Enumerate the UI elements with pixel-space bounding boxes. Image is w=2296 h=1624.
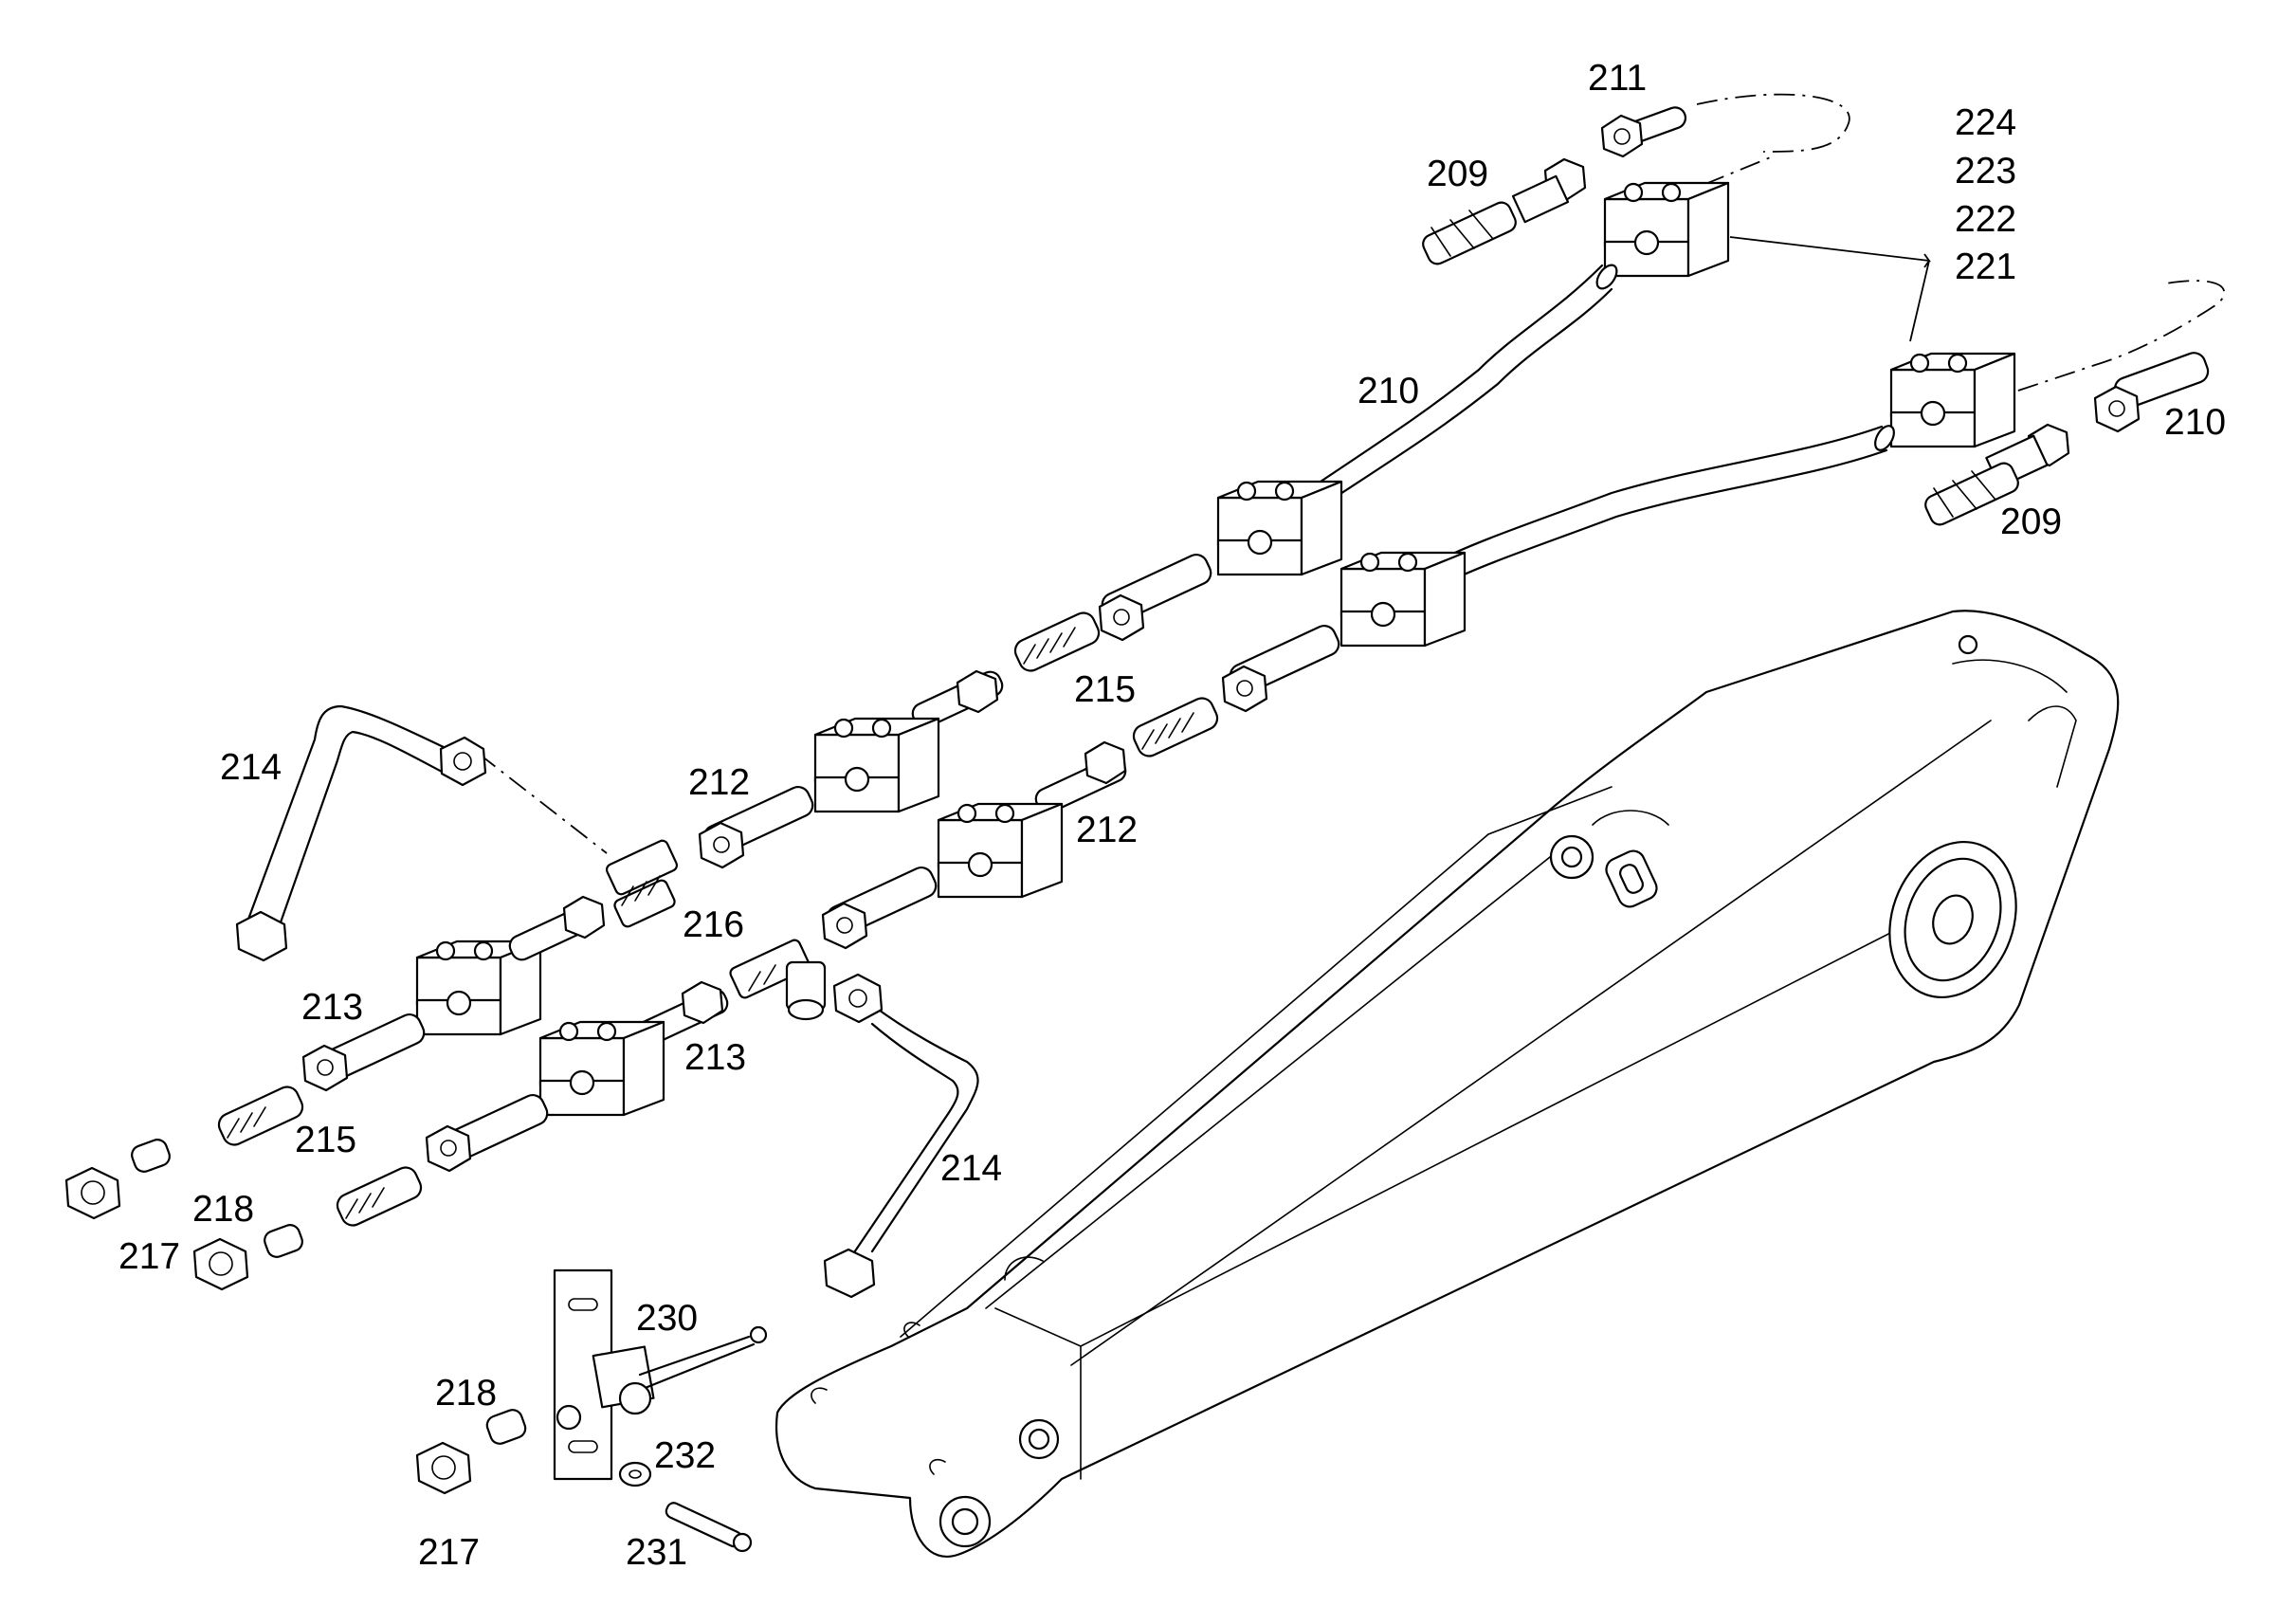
callout-213-mid: 213 [684, 1037, 746, 1078]
upper-chain [235, 480, 1343, 962]
bracket-assembly [415, 1268, 768, 1553]
callout-212-upper: 212 [688, 762, 750, 803]
lower-chain [64, 551, 1467, 1299]
callout-212-lower: 212 [1076, 810, 1138, 850]
callout-215-lower: 215 [295, 1120, 356, 1160]
right-clamp-group [1439, 280, 2226, 585]
callout-231: 231 [626, 1532, 687, 1573]
callout-211: 211 [1588, 58, 1647, 99]
callout-232: 232 [654, 1435, 716, 1476]
callout-218-upper: 218 [192, 1189, 254, 1230]
callout-222: 222 [1955, 199, 2016, 240]
callout-230: 230 [636, 1298, 698, 1339]
callout-210-right: 210 [2164, 402, 2226, 443]
callout-215-upper: 215 [1074, 669, 1136, 710]
callout-216: 216 [683, 904, 744, 945]
callout-labels: 211 209 224 223 222 221 210 210 209 215 … [118, 58, 2226, 1573]
callout-218-lower: 218 [435, 1373, 497, 1414]
tube-210-upper [1316, 264, 1618, 504]
callout-210-mid: 210 [1358, 371, 1419, 411]
callout-223: 223 [1955, 151, 2016, 192]
callout-221: 221 [1955, 246, 2016, 287]
nut-210-right [2093, 385, 2141, 433]
callout-217-upper: 217 [118, 1236, 180, 1277]
callout-213-left: 213 [301, 987, 363, 1028]
callout-214-left: 214 [220, 747, 282, 788]
boom-arm [775, 610, 2120, 1558]
callout-209-right: 209 [2000, 502, 2062, 542]
callout-224: 224 [1955, 102, 2016, 143]
callout-214-lower: 214 [940, 1148, 1002, 1189]
upper-right-group [1422, 93, 1931, 342]
nut-211 [1600, 114, 1644, 158]
callout-209-top: 209 [1427, 154, 1488, 194]
callout-217-lower: 217 [418, 1532, 480, 1573]
